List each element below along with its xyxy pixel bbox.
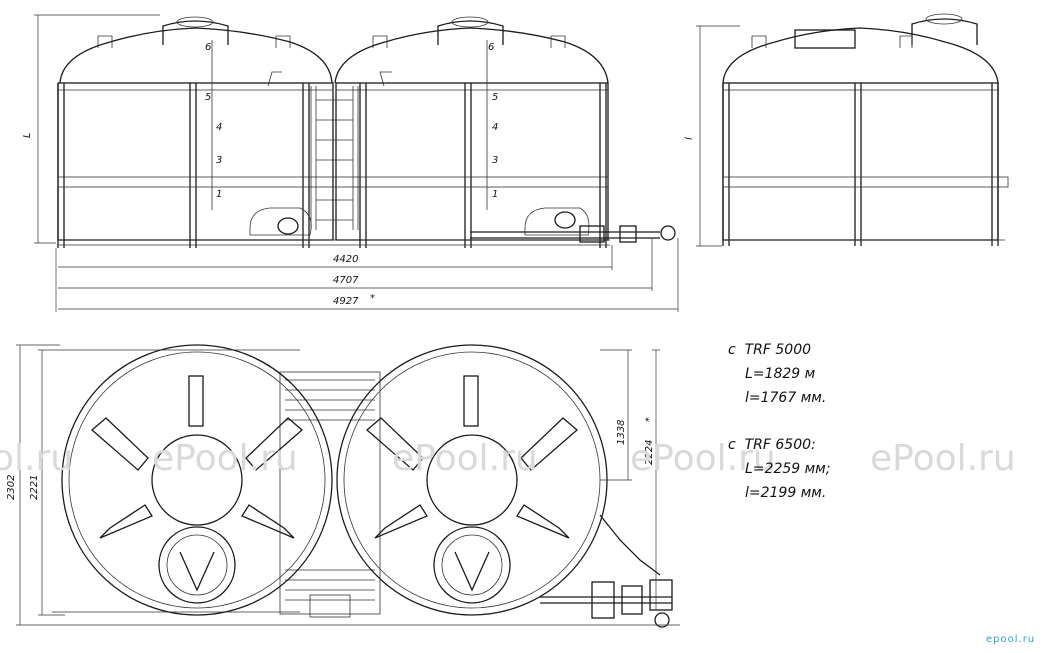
dimension-2224: 2224 [644,440,655,465]
ladder [310,86,359,230]
note-trf5000-title: c TRF 5000 [728,342,812,358]
watermark: ePool.ru [152,438,298,479]
scale-mark: 6 [488,42,494,53]
scale-mark: 5 [205,92,211,103]
dimension-L-label: L [22,132,33,138]
note-trf5000-L: L=1829 м [745,366,816,382]
left-tank-cap [162,20,229,45]
right-tank-body [335,82,609,241]
watermark: ePool.ru [392,438,538,479]
dimension-lines [55,238,679,312]
watermark: ePool.ru [630,438,776,479]
front-view: 6 5 4 3 1 6 5 4 3 1 L [22,14,679,312]
scale-mark: 3 [216,155,222,166]
dimension-l [696,25,740,247]
scale-mark: 1 [492,189,498,200]
dimension-4927-mark: * [370,293,375,304]
left-tank-top [61,344,333,616]
dimension-l-label: l [684,137,695,140]
site-logo[interactable]: epool.ru [986,634,1036,645]
top-piping [540,514,673,628]
side-view: l [684,13,1009,247]
top-view: 2302 2221 1338 2224 * [6,344,680,628]
scale-mark: 6 [205,42,211,53]
level-scale: 6 5 4 3 1 6 5 4 3 1 [205,42,498,200]
note-trf6500-title: c TRF 6500: [728,437,816,453]
note-trf5000-l: l=1767 мм. [745,390,827,406]
dimension-2221: 2221 [29,475,40,500]
scale-mark: 4 [216,122,222,133]
scale-mark: 4 [492,122,498,133]
top-frame [279,371,381,615]
note-trf6500-L: L=2259 мм; [745,461,831,477]
scale-mark: 3 [492,155,498,166]
dimension-4707: 4707 [333,275,359,286]
scale-mark: 5 [492,92,498,103]
left-tank-dome [59,27,333,84]
dimension-1338: 1338 [616,420,627,445]
right-tank-top [336,344,608,616]
dimension-4420: 4420 [333,254,358,265]
side-tank-dome [722,27,999,84]
right-tank-dome [334,27,609,84]
dimension-2224-mark: * [644,417,655,422]
dimension-4927: 4927 [333,296,359,307]
scale-mark: 1 [216,189,222,200]
dimension-L [34,14,160,244]
note-trf6500-l: l=2199 мм. [745,485,827,501]
dimension-2302: 2302 [6,475,17,500]
watermark: ePool.ru [870,438,1016,479]
right-tank-cap [437,20,504,45]
top-dimension-lines [16,344,680,626]
watermark: ol.ru [0,438,74,479]
front-piping [470,225,676,243]
